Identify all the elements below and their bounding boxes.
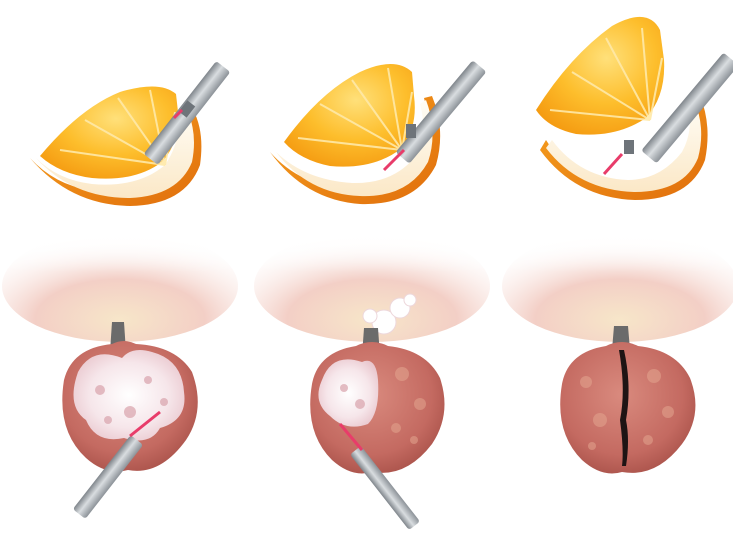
- orange-panel-3: [536, 17, 733, 200]
- orange-slice-laser-icon: [30, 61, 230, 206]
- orange-slice-laser-icon: [270, 60, 486, 204]
- prostate-panel-1: [0, 230, 240, 519]
- prostate-adenoma-laser-icon: [250, 230, 494, 530]
- orange-panel-2: [270, 60, 486, 204]
- prostate-enucleated-icon: [500, 230, 733, 474]
- orange-peel-separated-icon: [536, 17, 733, 200]
- prostate-panel-2: [250, 230, 494, 530]
- orange-panel-1: [30, 61, 230, 206]
- prostate-adenoma-laser-icon: [0, 230, 240, 519]
- prostate-panel-3: [500, 230, 733, 474]
